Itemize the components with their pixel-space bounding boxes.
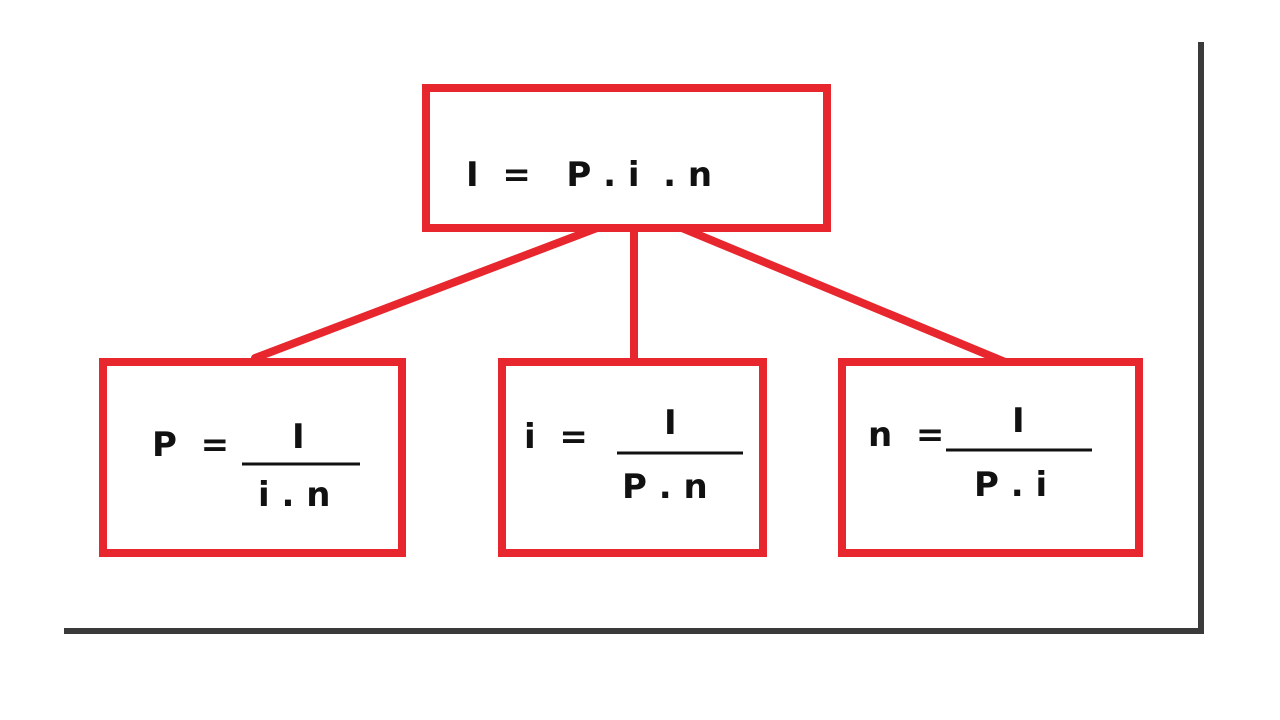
left-formula-denominator: i . n bbox=[258, 475, 331, 515]
connector-right bbox=[678, 224, 1009, 366]
top-formula-box bbox=[422, 84, 831, 232]
middle-formula-box bbox=[498, 358, 767, 557]
middle-formula-lhs: i = bbox=[524, 417, 588, 457]
right-formula-numerator: I bbox=[1012, 401, 1025, 441]
right-formula-denominator: P . i bbox=[974, 465, 1048, 505]
left-formula-numerator: I bbox=[292, 417, 305, 457]
middle-formula-numerator: I bbox=[664, 403, 677, 443]
right-formula-lhs: n = bbox=[868, 415, 945, 455]
middle-formula-denominator: P . n bbox=[622, 467, 708, 507]
left-formula-box bbox=[99, 358, 406, 557]
left-formula-lhs: P = bbox=[152, 425, 230, 465]
connector-left bbox=[251, 224, 601, 362]
right-formula-box bbox=[838, 358, 1143, 557]
top-formula: I = P . i . n bbox=[466, 155, 713, 195]
